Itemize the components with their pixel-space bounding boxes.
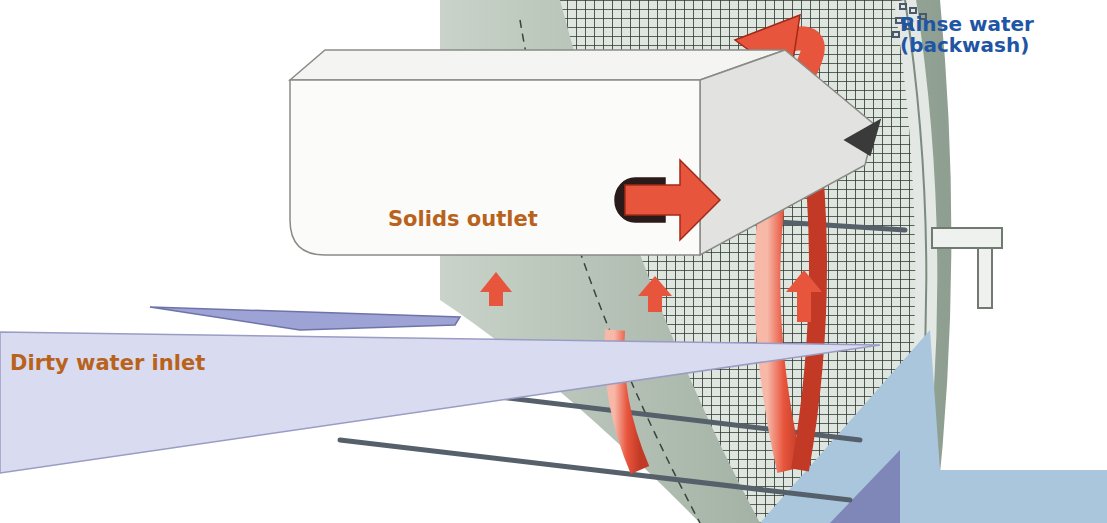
inlet-plate: Dirty water inlet xyxy=(0,295,900,475)
trough-outline xyxy=(625,160,720,240)
trough-outline xyxy=(700,50,875,255)
part-label: Dirty water inlet xyxy=(10,352,330,374)
part-label: Solids outlet xyxy=(388,208,588,230)
trough-outline xyxy=(290,80,700,255)
trough-box: Solids outlet xyxy=(285,15,885,270)
trough-outline xyxy=(285,15,885,270)
outlet-flap xyxy=(830,450,900,523)
inlet-plate-outline xyxy=(0,295,900,475)
trough-outline xyxy=(845,120,880,155)
support-bracket xyxy=(932,228,1002,308)
flow-label: Rinse water (backwash) xyxy=(900,14,1100,56)
inlet-plate-outline xyxy=(150,307,460,330)
inlet-plate-outline xyxy=(0,332,880,473)
